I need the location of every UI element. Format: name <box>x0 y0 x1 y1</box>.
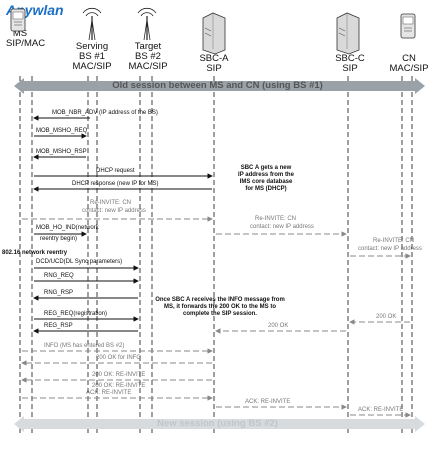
lifelines <box>19 76 413 435</box>
serving-bs-line3: MAC/SIP <box>72 61 112 72</box>
sbcc-label: SBC-C SIP <box>332 54 368 74</box>
target-bs-line3: MAC/SIP <box>128 61 168 72</box>
msg-reinvite-ms-line2: contact: new IP address <box>82 208 146 214</box>
old-session-bar <box>14 78 425 94</box>
target-bs-tower-icon <box>137 7 157 41</box>
target-bs-line2: BS #2 <box>135 51 161 62</box>
sbca-line1: SBC-A <box>199 53 229 64</box>
note-info-line3: complete the SIP session. <box>183 311 257 317</box>
msg-mob-msho-rsp: MOB_MSHO_RSP <box>36 149 87 155</box>
msg-reinvite-sbca-line2: contact: new IP address <box>250 224 314 230</box>
ms-label: MS SIP/MAC <box>6 28 46 49</box>
msg-dhcp-request: DHCP request <box>96 168 135 174</box>
note-sbca-dhcp: SBC A gets a new IP address from the IMS… <box>218 165 314 193</box>
msg-ack-ms: ACK: RE-INVITE <box>86 390 132 396</box>
serving-bs-line1: Serving <box>75 41 109 52</box>
ms-phone-icon <box>10 8 26 32</box>
msg-info: INFO (MS has entered BS #2) <box>44 343 125 349</box>
msg-ack-sbca: ACK: RE-INVITE <box>245 399 291 405</box>
cn-phone-icon <box>400 13 416 39</box>
sbca-label: SBC-A SIP <box>196 54 232 74</box>
sbcc-line2: SIP <box>342 63 358 74</box>
msg-mob-nbr-adv: MOB_NBR_ADV (IP address of the BS) <box>52 110 158 116</box>
msg-rng-req: RNG_REQ <box>44 273 74 279</box>
msg-network-reentry: 802.16 network reentry <box>2 250 68 256</box>
serving-bs-tower-icon <box>82 7 102 41</box>
note-sbca-line2: IP address from the <box>238 172 294 178</box>
note-sbca-line1: SBC A gets a new <box>240 165 292 171</box>
sbcc-line1: SBC-C <box>335 53 365 64</box>
ms-label-line1: MS <box>12 28 28 39</box>
note-info-200ok: Once SBC A receives the INFO message fro… <box>140 297 300 318</box>
msg-reinvite-ms-line1: Re-INVITE: CN <box>90 200 132 206</box>
msg-mob-ho-ind-line2: reentry begin) <box>40 236 78 242</box>
serving-bs-line2: BS #1 <box>79 51 105 62</box>
sbca-line2: SIP <box>206 63 222 74</box>
msg-reinvite-sbca-line1: Re-INVITE: CN <box>255 216 297 222</box>
target-bs-line1: Target <box>134 41 162 52</box>
cn-line1: CN <box>402 53 416 64</box>
sbcc-server-icon <box>336 12 360 55</box>
msg-reg-rsp: REG_RSP <box>44 323 73 329</box>
msg-200ok-cn: 200 OK <box>376 314 397 320</box>
msg-mob-msho-req: MOB_MSHO_REQ <box>36 128 88 134</box>
msg-200ok-sbca: 200 OK <box>268 323 289 329</box>
msg-reinvite-cn-line1: Re-INVITE: CN <box>373 238 415 244</box>
msg-200ok-info: 200 OK for INFO <box>96 355 142 361</box>
msg-rng-rsp: RNG_RSP <box>44 290 74 296</box>
msg-reinvite-cn-line2: contact: new IP address <box>358 246 422 252</box>
sbca-server-icon <box>202 12 226 55</box>
cn-label: CN MAC/SIP <box>387 54 431 74</box>
ms-label-line2: SIP/MAC <box>6 38 46 49</box>
msg-ack-cn: ACK: RE-INVITE <box>358 407 404 413</box>
note-info-line2: MS, it forwards the 200 OK to the MS to <box>163 304 276 310</box>
new-session-bar <box>14 416 425 432</box>
msg-200ok-reinvite-2: 200 OK: RE-INVITE <box>92 383 146 389</box>
msg-dcd-ucd: DCD/UCD(DL Sync parameters) <box>36 259 123 265</box>
note-info-line1: Once SBC A receives the INFO message fro… <box>155 297 285 303</box>
new-session-label: New session (using BS #2) <box>157 418 278 429</box>
note-sbca-line3: IMS core database <box>239 179 293 185</box>
old-session-label: Old session between MS and CN (using BS … <box>112 80 323 91</box>
msg-200ok-reinvite-1: 200 OK: RE-INVITE <box>92 372 146 378</box>
msg-mob-ho-ind-line1: MOB_HO_IND(network <box>36 225 99 231</box>
cn-line2: MAC/SIP <box>389 63 429 74</box>
target-bs-label: Target BS #2 MAC/SIP <box>128 42 168 72</box>
serving-bs-label: Serving BS #1 MAC/SIP <box>72 42 112 72</box>
msg-reg-req: REG_REQ(registration) <box>44 311 108 317</box>
note-sbca-line4: for MS (DHCP) <box>245 186 287 192</box>
msg-dhcp-response: DHCP response (new IP for MS) <box>72 181 159 187</box>
